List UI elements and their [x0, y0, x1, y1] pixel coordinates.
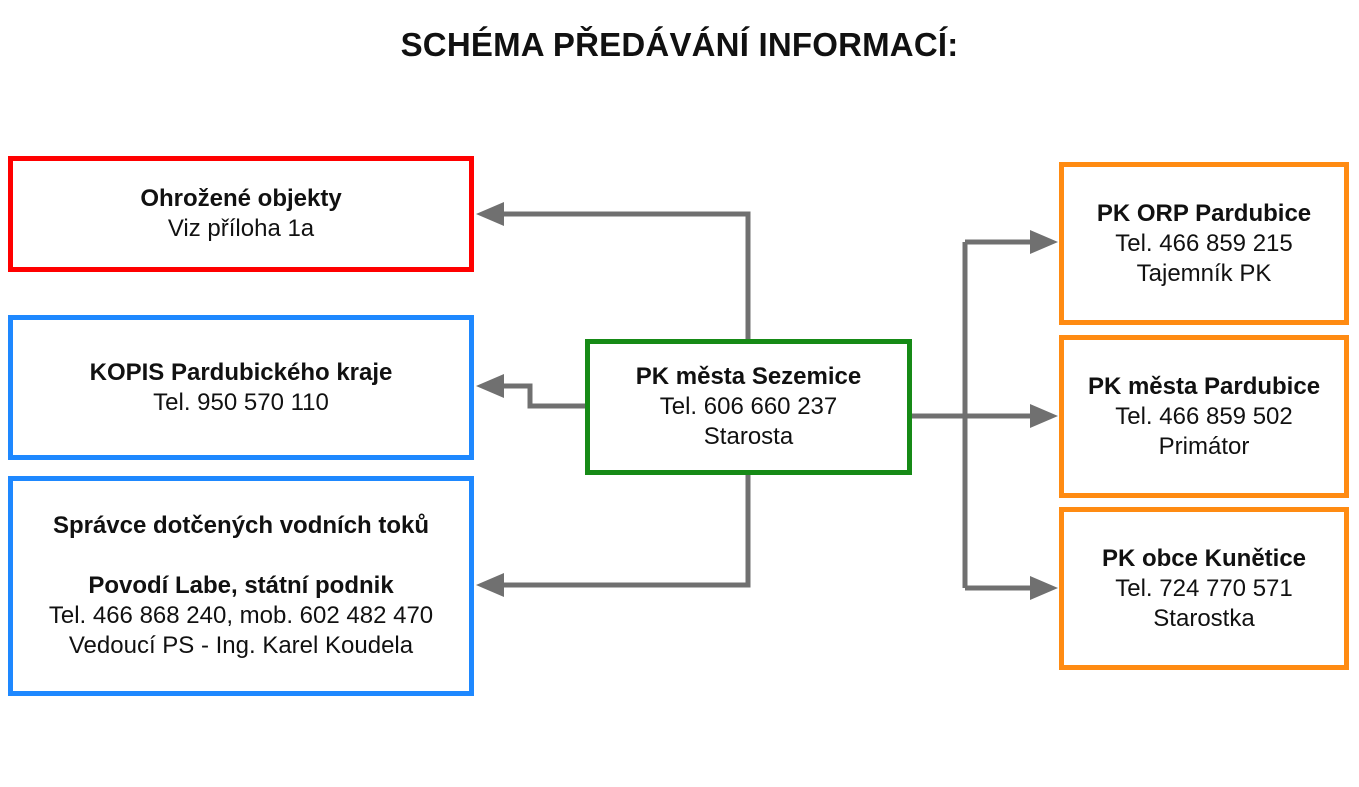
- arrow-to-spravce: [498, 475, 751, 588]
- box-role: Starosta: [703, 423, 794, 450]
- box-name: KOPIS Pardubického kraje: [89, 358, 393, 386]
- box-name: Ohrožené objekty: [140, 185, 342, 212]
- box-phone: Tel. 724 770 571: [1115, 574, 1293, 602]
- box-name: PK města Sezemice: [635, 363, 862, 390]
- arrowhead-kopis: [476, 374, 504, 398]
- box-orp-pardubice: PK ORP Pardubice Tel. 466 859 215 Tajemn…: [1059, 162, 1349, 325]
- box-phone: Tel. 466 868 240, mob. 602 482 470: [48, 602, 434, 629]
- box-name: PK obce Kunětice: [1101, 544, 1307, 572]
- box-role: Starostka: [1153, 604, 1255, 632]
- box-role: Tajemník PK: [1136, 259, 1272, 287]
- box-city-pardubice: PK města Pardubice Tel. 466 859 502 Prim…: [1059, 335, 1349, 498]
- box-organization: Povodí Labe, státní podnik: [88, 572, 394, 599]
- box-threatened-objects: Ohrožené objekty Viz příloha 1a: [8, 156, 474, 272]
- box-water-manager: Správce dotčených vodních toků Povodí La…: [8, 476, 474, 696]
- box-phone: Tel. 950 570 110: [153, 388, 329, 416]
- diagram-title: SCHÉMA PŘEDÁVÁNÍ INFORMACÍ:: [400, 26, 959, 63]
- box-phone: Tel. 466 859 215: [1115, 229, 1293, 257]
- box-phone: Tel. 606 660 237: [659, 393, 838, 420]
- box-contact-person: Vedoucí PS - Ing. Karel Koudela: [68, 632, 414, 659]
- arrow-to-ohrozene: [498, 211, 751, 339]
- arrowhead-kunetice: [1030, 576, 1058, 600]
- box-kopis: KOPIS Pardubického kraje Tel. 950 570 11…: [8, 315, 474, 460]
- box-center-sezemice: PK města Sezemice Tel. 606 660 237 Staro…: [585, 339, 912, 475]
- box-detail: Viz příloha 1a: [167, 215, 315, 242]
- box-phone: Tel. 466 859 502: [1115, 402, 1293, 430]
- box-name: PK ORP Pardubice: [1096, 199, 1312, 227]
- box-role: Primátor: [1158, 432, 1250, 460]
- arrowhead-ohrozene: [476, 202, 504, 226]
- arrowhead-orp: [1030, 230, 1058, 254]
- arrowhead-spravce: [476, 573, 504, 597]
- arrow-to-kopis: [498, 383, 585, 409]
- arrowhead-pardubice: [1030, 404, 1058, 428]
- box-kunetice: PK obce Kunětice Tel. 724 770 571 Staros…: [1059, 507, 1349, 670]
- box-name: PK města Pardubice: [1087, 372, 1321, 400]
- box-name: Správce dotčených vodních toků: [52, 512, 430, 539]
